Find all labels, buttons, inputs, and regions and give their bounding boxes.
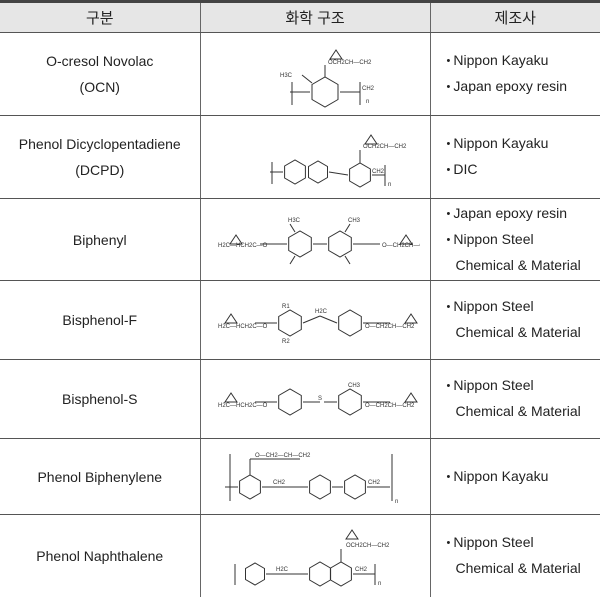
structure-label: OCH2CH—CH2 — [346, 543, 390, 549]
chemical-structure: H2C—HCH2C—O O—CH2CH—CH2 H3C CH3 — [199, 198, 430, 281]
structure-label: H2C — [315, 309, 328, 315]
manufacturer-item: Nippon Steel — [447, 373, 600, 399]
structure-label: OCH2CH—CH2 — [328, 60, 372, 66]
structure-label: H3C — [288, 218, 301, 224]
resin-type-line: Biphenyl — [72, 231, 127, 248]
structure-label: O—CH2—CH—CH2 — [255, 453, 311, 459]
table-row: Phenol Dicyclopentadiene (DCPD) OCH2CH—CH2… — [0, 115, 600, 199]
structure-label: CH2 — [368, 480, 381, 486]
structure-label: O—CH2CH—CH2 — [365, 324, 415, 330]
structure-label: R1 — [282, 304, 290, 310]
resin-type-line: Bisphenol-S — [62, 391, 138, 407]
structure-label: CH3 — [348, 383, 361, 389]
resin-type-line: Phenol Dicyclopentadiene — [18, 136, 181, 152]
structure-label: H2C—HCH2C—O — [218, 403, 268, 409]
header-manufacturer: 제조사 — [429, 0, 600, 33]
resin-type-line: Bisphenol-F — [62, 312, 138, 328]
manufacturer-item: Chemical & Material — [455, 403, 581, 419]
manufacturer-item: Chemical & Material — [455, 256, 581, 273]
resin-type-line: (OCN) — [79, 79, 120, 95]
manufacturer-item: Nippon Kayaku — [447, 464, 600, 490]
structure-label: n — [388, 182, 391, 188]
manufacturers: Nippon KayakuJapan epoxy resin — [429, 32, 600, 116]
header-structure: 화학 구조 — [199, 0, 430, 33]
manufacturer-item: Nippon Steel — [447, 294, 600, 320]
manufacturer-item: Chemical & Material — [455, 324, 581, 340]
resin-type: O-cresol Novolac (OCN) — [0, 32, 200, 116]
resin-type: Phenol Naphthalene — [0, 514, 200, 597]
manufacturer-item: Nippon Steel — [447, 227, 600, 253]
manufacturer-item: Nippon Kayaku — [447, 131, 600, 157]
resin-type-line: Phenol Naphthalene — [36, 548, 164, 564]
structure-label: OCH2CH—CH2 — [363, 144, 407, 150]
structure-label: CH2 — [273, 480, 286, 486]
structure-diagram: H2C—HCH2C—O O—CH2CH—CH2 H3C CH3 — [218, 218, 420, 265]
structure-label: O—CH2CH—CH2 — [365, 403, 415, 409]
manufacturer-item: DIC — [447, 157, 600, 183]
structure-label: CH2 — [355, 567, 368, 573]
manufacturers: Nippon KayakuDIC — [429, 115, 600, 199]
manufacturer-item: Nippon Kayaku — [447, 48, 600, 74]
resin-type: Phenol Biphenylene — [0, 438, 200, 515]
structure-label: CH2 — [362, 86, 375, 92]
resin-type: Bisphenol-F — [0, 280, 200, 360]
structure-label: CH2 — [372, 169, 385, 175]
resin-type: Biphenyl — [0, 198, 200, 281]
structure-label: H3C — [280, 73, 293, 79]
resin-type-line: (DCPD) — [75, 162, 125, 178]
manufacturer-item: Japan epoxy resin — [447, 74, 600, 100]
manufacturer-item: Nippon Steel — [447, 530, 600, 556]
resin-type-line: O-cresol Novolac — [46, 53, 154, 69]
structure-label: O—CH2CH—CH2 — [382, 243, 420, 249]
manufacturer-item: Chemical & Material — [455, 560, 581, 576]
resin-type: Bisphenol-S — [0, 359, 200, 439]
structure-label: H2C—HCH2C—O — [218, 243, 268, 249]
structure-label: CH3 — [348, 218, 361, 224]
header-category: 구분 — [0, 0, 200, 33]
structure-label: n — [378, 581, 381, 587]
resin-type: Phenol Dicyclopentadiene (DCPD) — [0, 115, 200, 199]
structure-label: H2C — [276, 567, 289, 573]
header-row: 구분 화학 구조 제조사 — [0, 0, 600, 33]
structure-label: S — [318, 396, 322, 402]
resin-type-line: Phenol Biphenylene — [37, 468, 163, 485]
structure-label: H2C—HCH2C—O — [218, 324, 268, 330]
manufacturer-item: Japan epoxy resin — [447, 201, 600, 227]
structure-label: n — [366, 99, 369, 105]
structure-label: R2 — [282, 339, 290, 345]
manufacturers: Nippon Kayaku — [429, 438, 600, 515]
structure-label: n — [395, 499, 398, 505]
